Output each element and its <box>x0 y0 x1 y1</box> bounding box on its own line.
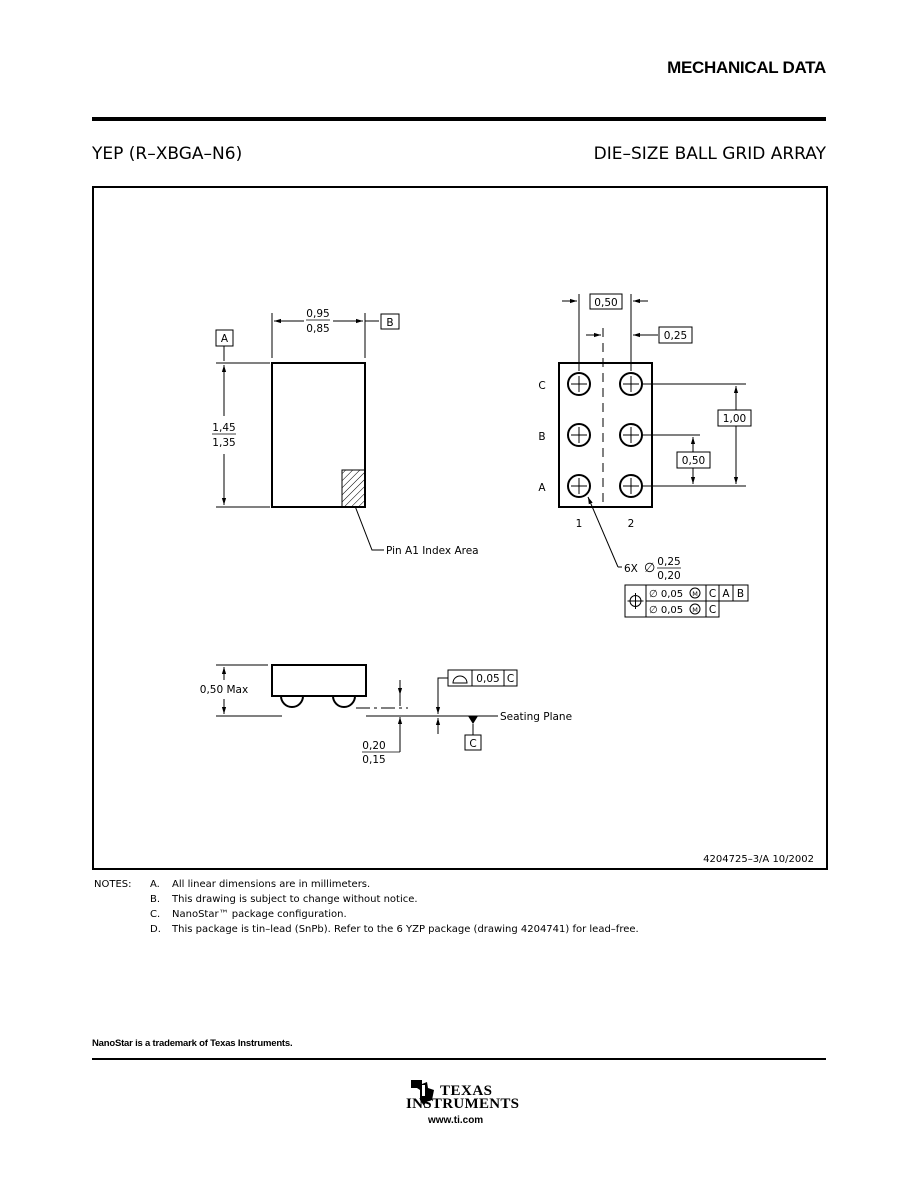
diameter-symbol: ∅ <box>644 561 655 576</box>
feature-control-frame <box>624 584 749 618</box>
length-max: 1,45 <box>212 422 235 434</box>
col-label-2: 2 <box>628 518 635 530</box>
width-max: 0,95 <box>306 308 329 320</box>
ball-a1 <box>567 474 591 498</box>
drawing-number: 4204725–3/A 10/2002 <box>703 854 814 865</box>
note-letter: B. <box>150 894 161 905</box>
notes-label: NOTES: <box>94 879 132 890</box>
note-text: This package is tin–lead (SnPb). Refer t… <box>172 924 639 935</box>
half-pitch-x: 0,25 <box>664 330 687 342</box>
pitch-x: 0,50 <box>594 297 617 309</box>
ball-dia-min: 0,20 <box>657 570 680 582</box>
flatness-frame <box>447 669 518 687</box>
side-ball-2 <box>332 695 356 708</box>
website-link[interactable]: www.ti.com <box>428 1115 484 1126</box>
row-label-b: B <box>538 431 545 443</box>
half-pitch-box <box>658 326 693 344</box>
package-code: YEP (R–XBGA–N6) <box>92 144 243 164</box>
bottom-view: C B A 1 2 0,50 0,25 1,00 0,50 6X ∅ <box>538 293 752 618</box>
fcf-row1-tol: ∅ 0,05 <box>649 589 683 600</box>
package-outline <box>271 362 366 508</box>
flatness-tolerance: 0,05 <box>476 673 499 685</box>
ti-logo-icon <box>411 1080 434 1106</box>
seating-plane-label: Seating Plane <box>500 711 572 723</box>
col-label-1: 1 <box>576 518 583 530</box>
fcf-row2-tol: ∅ 0,05 <box>649 605 683 616</box>
pitch-y-box <box>676 451 711 469</box>
standoff-max: 0,20 <box>362 740 385 752</box>
top-view: 0,95 0,85 B A 1,45 1,35 Pin A1 Index Are… <box>212 308 479 557</box>
datum-b-label: B <box>386 317 393 329</box>
pin-a1-index-label: Pin A1 Index Area <box>386 545 479 557</box>
width-min: 0,85 <box>306 323 329 335</box>
ball-count: 6X <box>624 563 638 575</box>
index-leader <box>354 505 384 551</box>
row-label-c: C <box>538 380 545 392</box>
note-letter: D. <box>150 924 161 935</box>
ti-logo-text-line2: INSTRUMENTS <box>406 1096 520 1112</box>
note-text: NanoStar™ package configuration. <box>172 909 347 920</box>
fcf-row1-datum-a: A <box>722 588 730 600</box>
pitch-y-total: 1,00 <box>723 413 746 425</box>
ball-dia-max: 0,25 <box>657 556 680 568</box>
datum-c-box <box>464 734 482 751</box>
drawing-frame <box>92 186 828 870</box>
datum-a-label: A <box>221 333 229 345</box>
fcf-row2-mmc: M <box>692 606 698 614</box>
page-header-title: MECHANICAL DATA <box>667 58 826 77</box>
note-letter: A. <box>150 879 160 890</box>
package-height: 0,50 Max <box>200 684 248 696</box>
row-label-a: A <box>538 482 546 494</box>
note-text: All linear dimensions are in millimeters… <box>172 879 371 890</box>
pitch-y: 0,50 <box>682 455 705 467</box>
package-description: DIE–SIZE BALL GRID ARRAY <box>593 144 826 164</box>
ball-b1 <box>567 423 591 447</box>
fcf-row1-datum-b: B <box>737 588 744 600</box>
fcf-row1-datum-c: C <box>709 588 716 600</box>
fcf-row1-mmc: M <box>692 590 698 598</box>
datum-c-label: C <box>469 738 476 750</box>
ball-c2 <box>619 372 643 396</box>
note-letter: C. <box>150 909 161 920</box>
mechanical-drawing: 0,95 0,85 B A 1,45 1,35 Pin A1 Index Are… <box>200 293 814 865</box>
ball-c1 <box>567 372 591 396</box>
datum-b-box <box>380 313 400 330</box>
flatness-datum: C <box>507 673 514 685</box>
side-ball-1 <box>280 695 304 708</box>
fcf-row2-datum-c: C <box>709 604 716 616</box>
bottom-rule <box>92 1058 826 1060</box>
side-body <box>271 664 367 697</box>
trademark-notice: NanoStar is a trademark of Texas Instrum… <box>92 1038 293 1049</box>
pitch-x-box <box>589 293 623 310</box>
note-text: This drawing is subject to change withou… <box>172 894 418 905</box>
pitch-y-total-box <box>717 409 752 427</box>
top-rule <box>92 117 826 121</box>
ti-logo-text-line1: TEXAS <box>440 1083 493 1099</box>
pin-a1-index-area <box>341 469 366 508</box>
length-min: 1,35 <box>212 437 235 449</box>
side-view: 0,50 Max 0,20 0,15 0,05 C Seating Plane … <box>200 664 572 766</box>
ball-a2 <box>619 474 643 498</box>
datum-c-triangle <box>468 716 478 724</box>
standoff-min: 0,15 <box>362 754 385 766</box>
ball-b2 <box>619 423 643 447</box>
